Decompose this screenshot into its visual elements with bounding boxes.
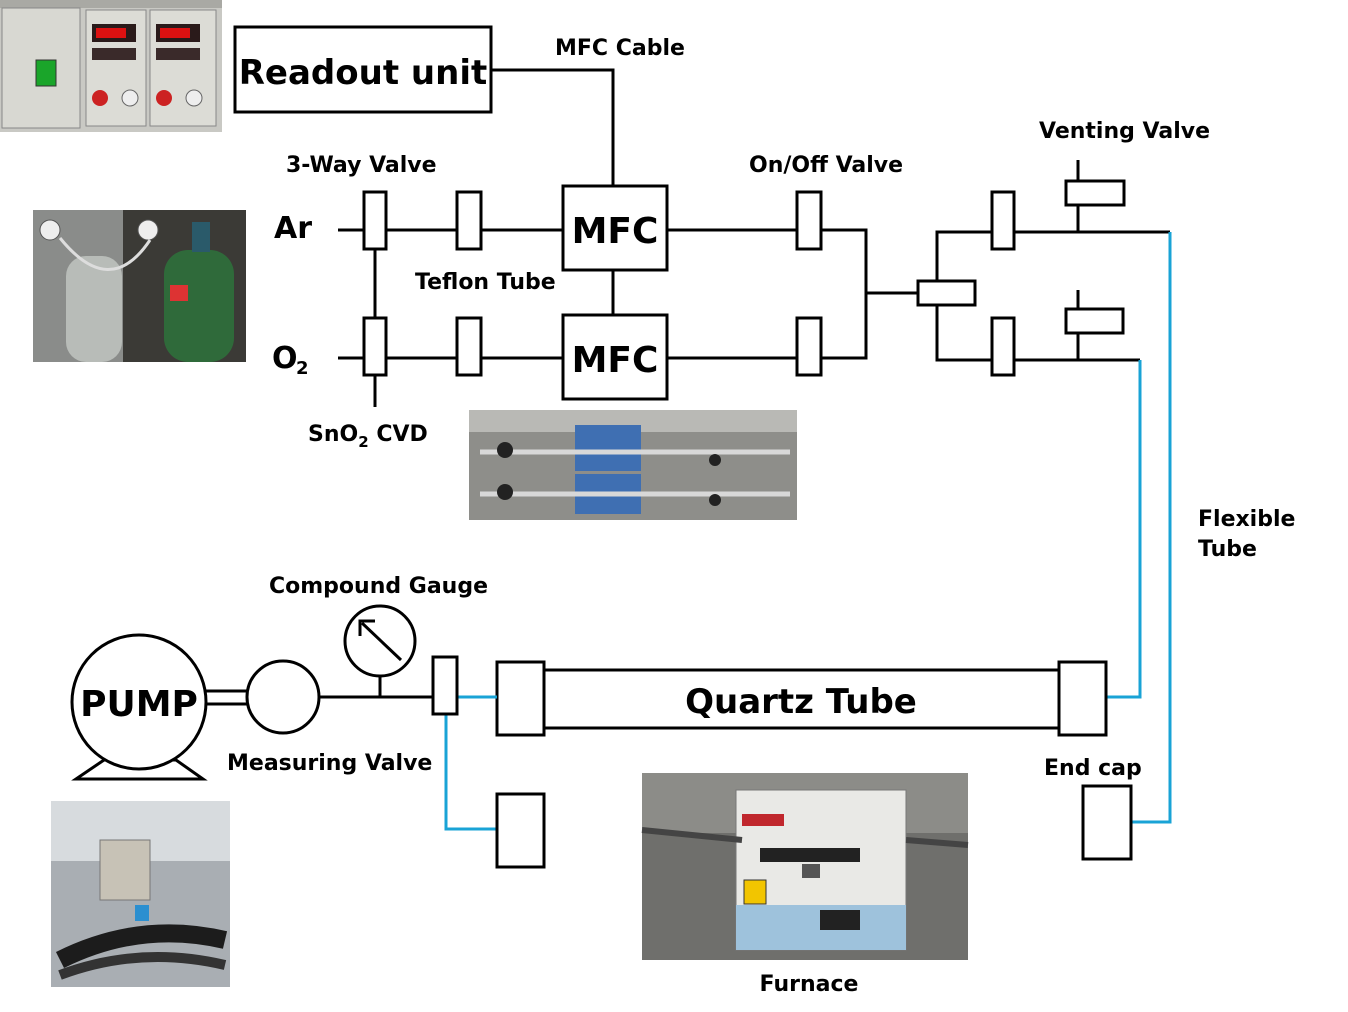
flexible-tube-outer [1132,232,1172,824]
end-cap-box [1081,784,1133,861]
on-off-valve-label: On/Off Valve [749,153,903,178]
splitter-valve [916,279,977,307]
measuring-valve [245,659,321,735]
branch-valve-upper [990,190,1016,251]
mfc-top-label: MFC [572,211,659,252]
gauge-needle-head [358,619,375,636]
bypass-line [444,714,497,831]
end-cap-label: End cap [1044,756,1142,781]
mfc-cable-label: MFC Cable [555,36,685,61]
photo-mfc-units [469,410,797,520]
flexible-tube-inner [1106,360,1142,699]
branch-lower-line [935,305,1140,362]
quartz-tube-left-cap [495,660,546,737]
sno2-cvd-label: SnO2 CVD [308,422,428,451]
valve-o2 [455,316,483,377]
gauge-needle [360,621,403,662]
compound-gauge-label: Compound Gauge [269,574,488,599]
mfc-bottom-box [561,313,669,401]
mfc-output-lines [667,228,868,360]
teflon-tube-label: Teflon Tube [415,270,556,295]
mfc-cable-line [491,68,615,186]
pump-body [70,633,208,771]
flexible-label: Flexible [1198,507,1295,532]
branch-valve-lower [990,316,1016,377]
pump-label: PUMP [80,684,198,725]
three-way-valve-o2 [362,316,388,377]
venting-valve-upper [1064,179,1126,207]
readout-unit-label: Readout unit [239,53,488,93]
quartz-tube-right-cap [1057,660,1108,737]
readout-unit-box [233,25,493,114]
inlet-valve [431,655,459,716]
venting-valve-label: Venting Valve [1039,119,1210,144]
mfc-bottom-label: MFC [572,340,659,381]
furnace-label: Furnace [760,972,859,997]
photo-furnace [641,773,969,960]
three-way-valve-label: 3-Way Valve [286,153,437,178]
ar-label: Ar [274,211,312,246]
mfc-top-box [561,184,669,272]
tube-label: Tube [1198,537,1257,562]
three-way-valve-ar [362,190,388,251]
bypass-cap-box [495,792,546,869]
quartz-tube-label: Quartz Tube [685,682,917,722]
on-off-valve-bottom [795,316,823,377]
photo-gas-cylinders [33,210,246,362]
quartz-tube-body [538,668,1064,730]
photo-readout-panel [0,0,222,132]
on-off-valve-top [795,190,823,251]
venting-valve-lower [1064,307,1125,335]
o2-subscript: 2 [296,358,309,379]
branch-upper-line [935,230,1170,281]
photo-pump-valve [51,801,230,987]
valve-ar [455,190,483,251]
o2-label: O [272,341,298,376]
measuring-valve-label: Measuring Valve [227,751,432,776]
